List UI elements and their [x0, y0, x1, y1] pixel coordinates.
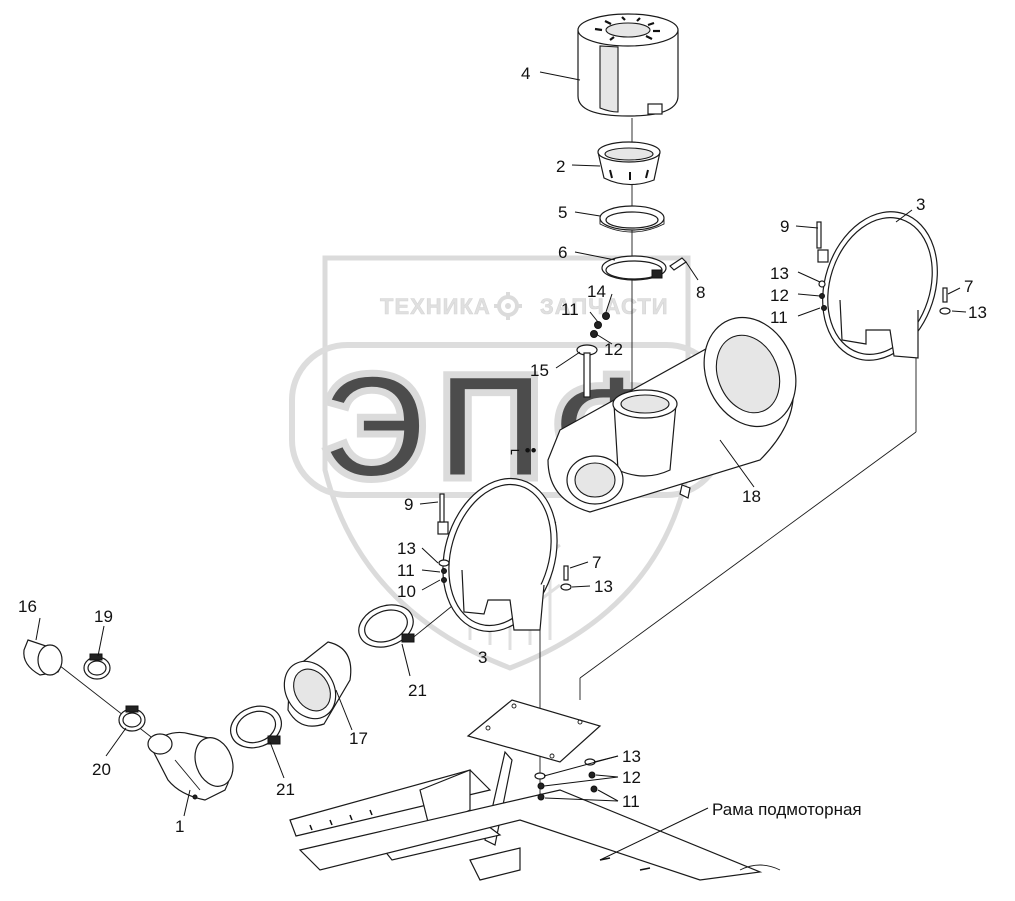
callout-16: 16 — [18, 597, 37, 616]
callout-21-lower: 21 — [276, 780, 295, 799]
callout-12-frame: 12 — [622, 768, 641, 787]
callout-11-upper: 11 — [770, 308, 788, 327]
callout-9-upper: 9 — [780, 217, 789, 236]
callout-15: 15 — [530, 361, 549, 380]
callout-13-lower: 13 — [397, 539, 416, 558]
callout-21-upper: 21 — [408, 681, 427, 700]
callout-13-frame: 13 — [622, 747, 641, 766]
rain-cap-part-16 — [23, 639, 63, 676]
callout-7-upper: 7 — [964, 277, 973, 296]
callout-1: 1 — [175, 817, 184, 836]
callout-6: 6 — [558, 243, 567, 262]
leader-lines — [35, 71, 967, 861]
sleeve-part-2 — [597, 141, 661, 186]
strap-bracket-lower-part-3 — [437, 477, 572, 633]
intake-pipe-chain — [23, 604, 415, 801]
watermark-shield — [322, 255, 691, 671]
clamp-part-21-lower — [230, 705, 282, 749]
callout-3-upper: 3 — [916, 195, 925, 214]
strap-bracket-upper-part-3 — [816, 211, 951, 361]
callout-12-upper: 12 — [770, 286, 789, 305]
callout-2: 2 — [556, 157, 565, 176]
clamp-part-21-upper — [358, 604, 415, 648]
callout-11-lower: 11 — [397, 561, 415, 580]
callout-20: 20 — [92, 760, 111, 779]
hose-part-17 — [283, 641, 352, 727]
filter-cap-part-4 — [577, 13, 679, 117]
callout-18: 18 — [742, 487, 761, 506]
callout-13-lower-right: 13 — [594, 577, 613, 596]
clamp-part-19 — [83, 653, 111, 680]
callout-9-lower: 9 — [404, 495, 413, 514]
clamp-part-6 — [601, 255, 687, 281]
bolt-set-top — [576, 312, 610, 398]
callout-5: 5 — [558, 203, 567, 222]
seal-ring-part-5 — [599, 205, 665, 233]
frame-caption: Рама подмоторная — [712, 800, 862, 819]
callout-11-frame: 11 — [622, 792, 640, 811]
callout-17: 17 — [349, 729, 368, 748]
callout-8: 8 — [696, 283, 705, 302]
gear-icon — [494, 292, 522, 320]
filter-housing-part-18: ⌐ •• — [510, 316, 797, 513]
callout-14: 14 — [587, 282, 606, 301]
callout-4: 4 — [521, 64, 530, 83]
callout-3-lower: 3 — [478, 648, 487, 667]
callout-7-lower: 7 — [592, 553, 601, 572]
clamp-part-20 — [118, 705, 146, 732]
callout-13-right: 13 — [968, 303, 987, 322]
callout-10: 10 — [397, 582, 416, 601]
callout-19: 19 — [94, 607, 113, 626]
engine-subframe — [289, 699, 781, 881]
housing-marking: ⌐ •• — [510, 441, 537, 460]
elbow-part-1 — [147, 731, 234, 801]
callout-12-top: 12 — [604, 340, 623, 359]
watermark-brand-left: ТЕХНИКА — [380, 294, 491, 319]
callout-11-top: 11 — [561, 300, 579, 319]
callout-labels: 4 2 5 6 8 14 11 12 15 9 3 13 12 11 7 13 … — [18, 64, 987, 836]
callout-13-upper: 13 — [770, 264, 789, 283]
